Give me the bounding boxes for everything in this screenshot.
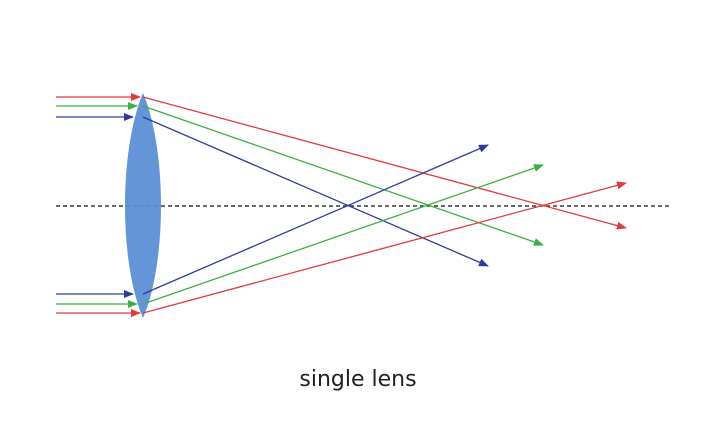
refracted-ray-green-bottom [142, 164, 544, 305]
refracted-ray-red-top [142, 96, 627, 230]
refracted-ray-blue-bottom [142, 144, 489, 295]
biconvex-lens-icon [125, 93, 161, 318]
refracted-ray-red-bottom [142, 181, 627, 314]
refracted-ray-blue-top [142, 116, 489, 267]
refracted-ray-green-top [142, 105, 544, 246]
diagram-caption: single lens [299, 367, 417, 392]
